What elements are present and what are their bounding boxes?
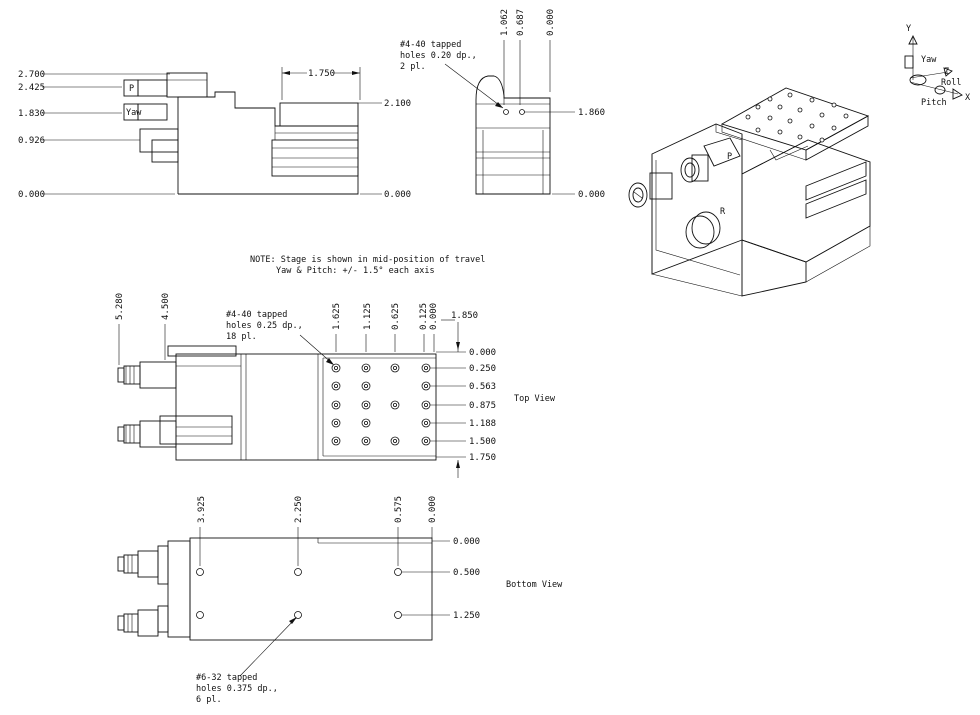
end-callout-line2: holes 0.20 dp., [400,51,477,61]
note-block: NOTE: Stage is shown in mid-position of … [250,255,485,276]
top-callout-line1: #4-40 tapped [226,310,287,320]
top-dim-5280: 5.280 [115,293,125,320]
bottom-hole-pattern [196,568,402,619]
top-dim-r-1188: 1.188 [469,419,496,429]
top-dim-r-0875: 0.875 [469,401,496,411]
side-dim-0000-left: 0.000 [18,190,45,200]
end-dim-1860: 1.860 [578,108,605,118]
top-knob-lower [117,420,177,448]
iso-knob-label-p: P [727,152,732,162]
side-view: 2.700 2.425 1.830 0.926 0.000 P Yaw 1.75… [18,67,411,200]
axis-label-yaw: Yaw [921,55,937,65]
top-dim-r-0563: 0.563 [469,382,496,392]
top-view-label: Top View [514,394,556,404]
iso-knob-r: R [685,207,726,249]
side-dim-2100: 2.100 [384,99,411,109]
top-dim-r-1500: 1.500 [469,437,496,447]
top-dim-r-0250: 0.250 [469,364,496,374]
axes-icon: Y Yaw Z Roll X Pitch [904,24,971,108]
iso-knob-p: P [680,137,741,183]
side-knob-label-p: P [129,84,134,94]
top-dim-1625: 1.625 [332,303,342,330]
iso-plate-holes [745,92,849,143]
top-dim-0000: 0.000 [429,303,439,330]
bottom-callout-line2: holes 0.375 dp., [196,684,278,694]
end-dim-1062: 1.062 [500,9,510,36]
note-line1: NOTE: Stage is shown in mid-position of … [250,255,485,265]
top-dim-1125: 1.125 [363,303,373,330]
note-line2: Yaw & Pitch: +/- 1.5° each axis [276,266,435,276]
bottom-dim-0000: 0.000 [428,496,438,523]
bottom-dim-3925: 3.925 [197,496,207,523]
end-dim-0000-right: 0.000 [578,190,605,200]
side-knob-label-yaw: Yaw [126,108,142,118]
bottom-dim-r-1250: 1.250 [453,611,480,621]
top-dim-4500: 4.500 [161,293,171,320]
bottom-knob-upper [117,550,159,578]
top-knob-upper [117,361,177,389]
end-callout-line1: #4-40 tapped [400,40,461,50]
end-dim-0000-top: 0.000 [546,9,556,36]
side-dim-0000-right: 0.000 [384,190,411,200]
top-callout-line2: holes 0.25 dp., [226,321,303,331]
isometric-view: P R [628,87,871,297]
top-dim-0125: 0.125 [419,303,429,330]
iso-knob-yaw [628,172,673,208]
side-dim-2700: 2.700 [18,70,45,80]
bottom-dim-0575: 0.575 [394,496,404,523]
end-view: #4-40 tapped holes 0.20 dp., 2 pl. 1.062… [400,9,605,200]
axis-label-y: Y [906,24,911,34]
bottom-callout-line1: #6-32 tapped [196,673,257,683]
top-callout-line3: 18 pl. [226,332,257,342]
side-dim-1750: 1.750 [308,69,335,79]
axis-label-roll: Roll [941,78,961,88]
side-dim-0926: 0.926 [18,136,45,146]
side-dim-1830: 1.830 [18,109,45,119]
bottom-callout-line3: 6 pl. [196,695,222,705]
top-dim-1850: 1.850 [451,311,478,321]
top-dim-r-1750: 1.750 [469,453,496,463]
side-dim-2425: 2.425 [18,83,45,93]
axis-label-x: X [965,93,971,103]
top-hole-grid [331,363,431,446]
top-dim-0625: 0.625 [391,303,401,330]
bottom-view-label: Bottom View [506,580,563,590]
top-dim-r-0000: 0.000 [469,348,496,358]
iso-knob-label-r: R [720,207,726,217]
axis-label-pitch: Pitch [921,98,947,108]
bottom-dim-r-0500: 0.500 [453,568,480,578]
bottom-dim-2250: 2.250 [294,496,304,523]
bottom-view: 3.925 2.250 0.575 0.000 [117,496,563,705]
top-view: 5.280 4.500 #4-40 tapped holes 0.25 dp.,… [115,293,556,478]
bottom-dim-r-0000: 0.000 [453,537,480,547]
end-callout-line3: 2 pl. [400,62,426,72]
end-dim-0687: 0.687 [516,9,526,36]
bottom-knob-lower [117,609,159,637]
